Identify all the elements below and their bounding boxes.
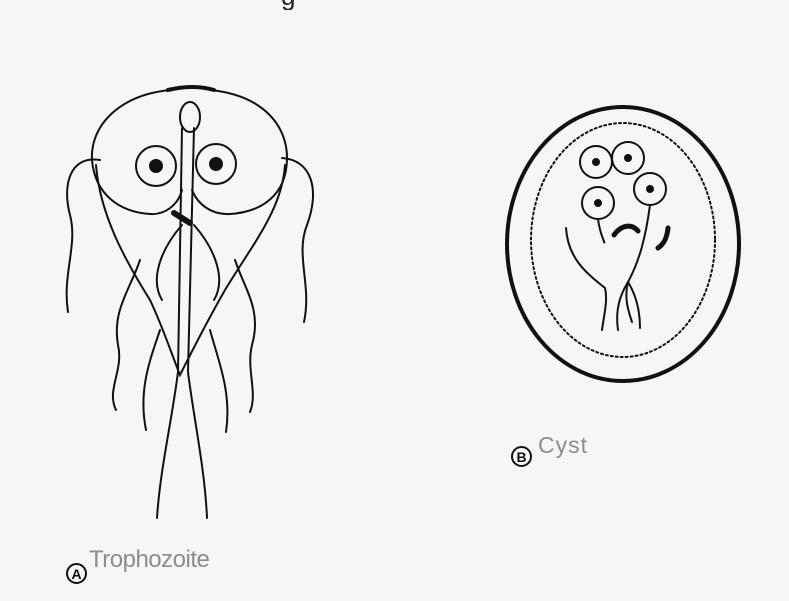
median-body [174, 213, 190, 223]
axostyle [178, 128, 194, 372]
nucleus-left-karyosome [150, 160, 162, 172]
anterior-flagellum-left [67, 159, 100, 312]
cyst-fibril-1 [566, 228, 606, 330]
cyst-axoneme-2 [628, 205, 650, 282]
trophozoite-label: A Trophozoite [66, 546, 209, 584]
marker-a-icon: A [66, 563, 87, 584]
ventral-flagellum-right [210, 330, 227, 432]
cyst-median-body-2 [658, 228, 668, 248]
nucleus-right-karyosome [210, 158, 222, 170]
lateral-flagellum-right [235, 260, 255, 412]
marker-b-icon: B [511, 446, 532, 467]
cyst-nucleus-3-core [594, 199, 602, 207]
cyst-label-text: Cyst [538, 432, 588, 459]
disc-top-edge [168, 87, 214, 90]
cyst-wall-inner [531, 123, 715, 357]
caudal-flagellum-right [188, 372, 207, 518]
cyst-median-body [614, 226, 638, 235]
cyst-nucleus-1-core [592, 158, 600, 166]
trophozoite-label-text: Trophozoite [89, 546, 209, 574]
cyst-nucleus-2-core [624, 154, 632, 162]
cyst-axoneme-1 [598, 219, 604, 243]
inner-guide-left [157, 225, 182, 300]
caudal-flagellum-left [157, 372, 178, 518]
basal-body [180, 102, 200, 132]
inner-guide-right [194, 225, 219, 300]
cyst-drawing [507, 107, 739, 381]
lateral-flagellum-left [113, 260, 140, 410]
cyst-fibril-3 [628, 282, 640, 328]
cyst-wall-outer [507, 107, 739, 381]
ventral-disc [92, 90, 287, 214]
cyst-nucleus-4-core [646, 185, 654, 193]
anterior-flagellum-right [282, 158, 313, 322]
trophozoite-drawing [67, 87, 313, 518]
ventral-flagellum-left [143, 330, 160, 430]
cyst-label: B Cyst [511, 432, 588, 467]
